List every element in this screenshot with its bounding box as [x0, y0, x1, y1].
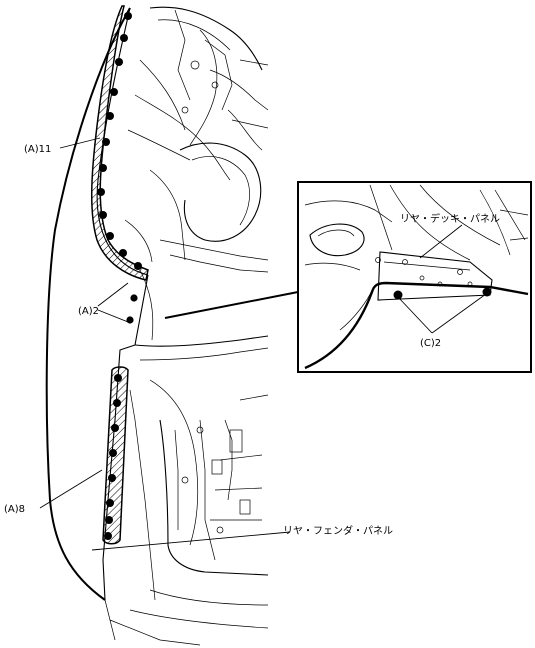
- leader-a2-2: [97, 309, 129, 323]
- upper-seam: [90, 5, 149, 281]
- leader-a8: [39, 469, 103, 509]
- detail-spot-weld-point-1: [393, 290, 403, 300]
- leader-c2-2: [431, 293, 487, 334]
- label-rear-fender-panel: リヤ・フェンダ・パネル: [283, 524, 393, 537]
- label-rear-deck-panel: リヤ・デッキ・パネル: [400, 212, 500, 225]
- leader-a2-1: [97, 282, 129, 307]
- label-a2: (A)2: [78, 306, 99, 317]
- leader-rear-fender-panel: [91, 531, 291, 551]
- leader-c2-1: [397, 296, 433, 334]
- label-a8: (A)8: [4, 504, 25, 515]
- inner-body-structure: [109, 6, 269, 646]
- lower-spot-weld-points: [104, 374, 122, 540]
- detail-inset: リヤ・デッキ・パネル (C)2: [297, 181, 532, 373]
- middle-spot-weld-points: [126, 294, 138, 324]
- label-a11: (A)11: [24, 144, 51, 155]
- detail-pointer-line: [164, 291, 299, 319]
- lower-seam: [102, 366, 129, 545]
- leader-rear-deck-panel: [419, 224, 463, 259]
- label-c2: (C)2: [420, 338, 441, 349]
- rear-fender-panel-outline: [45, 7, 149, 641]
- upper-spot-weld-points: [97, 12, 142, 270]
- leader-a11: [59, 137, 101, 149]
- detail-structure: [304, 184, 529, 370]
- detail-spot-weld-point-2: [482, 287, 492, 297]
